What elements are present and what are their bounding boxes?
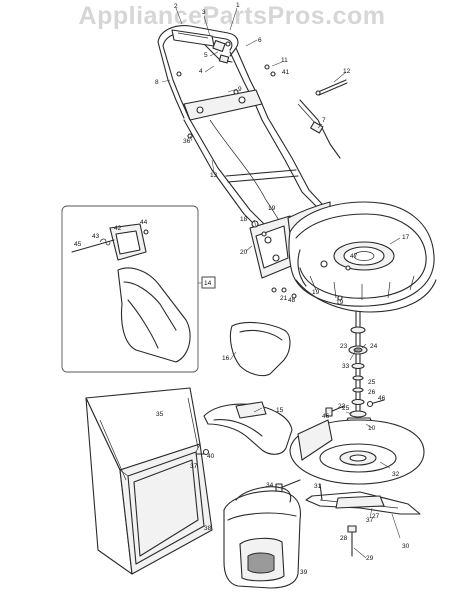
callout-28: 28 xyxy=(340,535,348,542)
callout-44: 44 xyxy=(140,219,148,226)
callout-47: 47 xyxy=(350,253,358,260)
callout-26: 26 xyxy=(368,389,376,396)
callout-36: 36 xyxy=(183,138,191,145)
callout-31: 31 xyxy=(314,483,322,490)
callout-22: 22 xyxy=(338,403,346,410)
bag-cover-39 xyxy=(223,486,302,589)
callout-27: 27 xyxy=(372,513,380,520)
callout-32: 32 xyxy=(392,471,400,478)
inset-discharge-assembly xyxy=(61,205,199,373)
callout-30: 30 xyxy=(402,543,410,550)
callout-5: 5 xyxy=(204,52,208,59)
callout-11: 11 xyxy=(281,57,288,64)
callout-18: 18 xyxy=(240,216,248,223)
callout-16: 16 xyxy=(222,355,230,362)
callout-46a: 46 xyxy=(322,413,330,420)
callout-39: 39 xyxy=(300,569,308,576)
callout-33: 33 xyxy=(342,363,350,370)
callout-9: 9 xyxy=(238,86,242,93)
side-discharge-chute xyxy=(203,401,293,455)
callout-17: 17 xyxy=(402,234,410,241)
callout-labels: 1 2 3 4 5 6 7 8 9 10 11 12 13 14 15 16 1… xyxy=(74,2,410,576)
callout-15: 15 xyxy=(276,407,284,414)
callout-25b: 25 xyxy=(342,405,350,412)
callout-24: 24 xyxy=(370,343,378,350)
callout-43: 43 xyxy=(92,233,100,240)
callout-8: 8 xyxy=(155,79,159,86)
callout-13: 13 xyxy=(210,172,218,179)
callout-12: 12 xyxy=(343,68,351,75)
callout-19b: 19 xyxy=(312,289,320,296)
callout-19a: 19 xyxy=(268,205,276,212)
callout-7: 7 xyxy=(322,117,326,124)
callout-21: 21 xyxy=(280,295,288,302)
callout-2: 2 xyxy=(174,3,178,10)
callout-6: 6 xyxy=(258,37,262,44)
callout-37a: 37 xyxy=(190,463,198,470)
callout-45: 45 xyxy=(74,241,82,248)
callout-23: 23 xyxy=(340,343,348,350)
callout-25a: 25 xyxy=(368,379,376,386)
handle-assembly xyxy=(157,25,348,237)
mulch-plug xyxy=(229,321,291,377)
callout-19c: 19 xyxy=(336,299,344,306)
callout-40: 40 xyxy=(207,453,215,460)
leader-lines xyxy=(161,7,401,559)
callout-3: 3 xyxy=(202,9,206,16)
callout-29: 29 xyxy=(366,555,374,562)
callout-box-14 xyxy=(201,276,216,289)
callout-41: 41 xyxy=(282,69,290,76)
callout-20: 20 xyxy=(240,249,248,256)
callout-42: 42 xyxy=(114,225,122,232)
callout-38: 38 xyxy=(204,525,212,532)
grass-bag-assembly xyxy=(85,387,213,575)
deck-assembly xyxy=(249,201,437,313)
callout-1: 1 xyxy=(236,2,240,9)
callout-46b: 46 xyxy=(378,395,386,402)
callout-35: 35 xyxy=(156,411,164,418)
callout-34: 34 xyxy=(266,482,274,489)
callout-48: 48 xyxy=(288,297,296,304)
callout-4: 4 xyxy=(199,68,203,75)
callout-10: 10 xyxy=(368,425,376,432)
blade-housing-assembly xyxy=(275,419,425,557)
callout-37b: 37 xyxy=(366,517,374,524)
callout-14: 14 xyxy=(204,280,212,287)
